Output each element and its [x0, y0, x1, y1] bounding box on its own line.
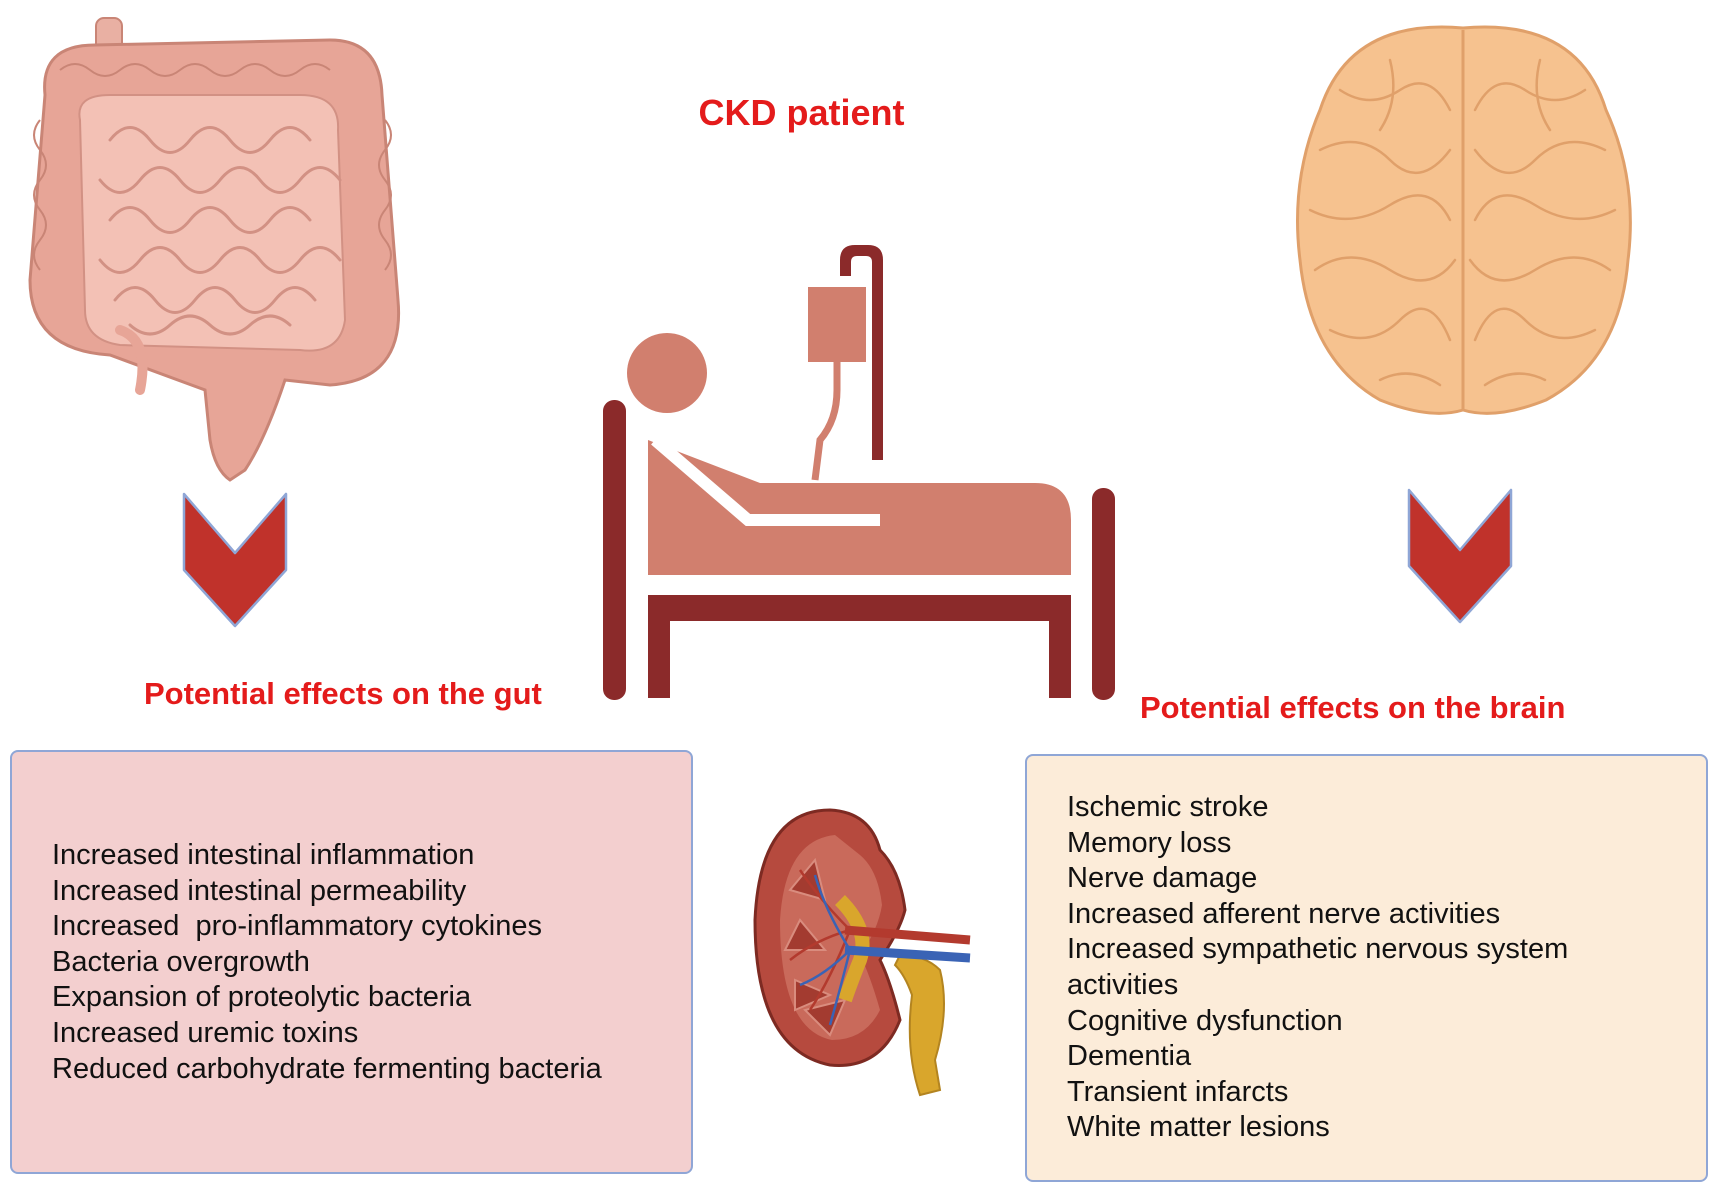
gut-effect-item: Increased intestinal inflammation — [52, 839, 475, 871]
gut-effect-item: Reduced carbohydrate fermenting bacteria — [52, 1052, 602, 1085]
gut-effect-item: Expansion of proteolytic bacteria — [52, 981, 472, 1014]
gut-down-arrow-icon — [182, 492, 288, 628]
diagram-title: CKD patient — [698, 92, 905, 133]
gut-effects-box: Increased intestinal inflammation Increa… — [10, 750, 693, 1174]
hospital-bed-patient-icon — [603, 245, 1115, 700]
intestine-illustration — [28, 17, 401, 482]
gut-effect-item: Increased pro-inflammatory cytokines — [52, 910, 542, 943]
brain-effects-heading: Potential effects on the brain — [1140, 690, 1566, 725]
brain-effect-item: Increased afferent nerve activities — [1067, 897, 1501, 930]
gut-effect-item: Increased uremic toxins — [52, 1016, 359, 1049]
gut-effects-heading: Potential effects on the gut — [144, 676, 542, 711]
brain-effects-list: Ischemic stroke Memory loss Nerve damage… — [1067, 790, 1568, 1146]
brain-effect-item: Ischemic stroke — [1067, 791, 1269, 823]
brain-effect-item: activities — [1067, 968, 1179, 1001]
brain-effect-item: Increased sympathetic nervous system — [1067, 933, 1569, 966]
brain-illustration — [1296, 25, 1632, 415]
brain-effect-item: Cognitive dysfunction — [1067, 1004, 1343, 1037]
brain-effect-item: Memory loss — [1067, 826, 1232, 859]
gut-effect-item: Bacteria overgrowth — [52, 945, 310, 978]
brain-down-arrow-icon — [1407, 488, 1513, 624]
brain-effect-item: Transient infarcts — [1067, 1075, 1289, 1108]
kidney-illustration — [753, 808, 971, 1097]
brain-effect-item: Dementia — [1067, 1040, 1192, 1073]
gut-effects-list: Increased intestinal inflammation Increa… — [52, 838, 602, 1087]
brain-effect-item: Nerve damage — [1067, 862, 1258, 895]
brain-effect-item: White matter lesions — [1067, 1111, 1330, 1144]
gut-effect-item: Increased intestinal permeability — [52, 874, 467, 907]
brain-effects-box: Ischemic stroke Memory loss Nerve damage… — [1025, 754, 1708, 1182]
